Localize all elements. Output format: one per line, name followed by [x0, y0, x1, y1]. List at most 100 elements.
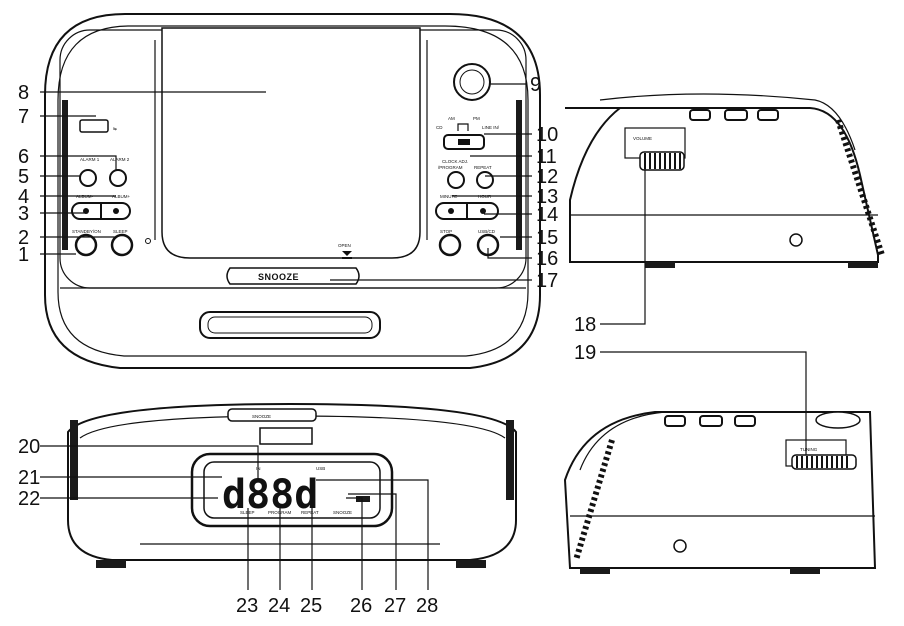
- right-grip: [516, 100, 522, 250]
- front-right-grip: [506, 420, 514, 500]
- cd-label: CD: [436, 125, 443, 130]
- callout-22: 22: [18, 488, 40, 510]
- callout-4: 4: [18, 186, 29, 208]
- sleep-button[interactable]: [110, 233, 134, 257]
- leader-28: [316, 479, 429, 590]
- callout-8: 8: [18, 82, 29, 104]
- usb-cd-label: USB/CD: [478, 229, 496, 234]
- snooze-bar[interactable]: [226, 267, 360, 285]
- volume-label: VOLUME: [633, 136, 652, 141]
- side-lower-curve: [579, 411, 666, 471]
- top-view: ⇋ ALARM 1 ALARM 2 ALBUM- ALBUM+ STANDBY/…: [44, 13, 541, 369]
- callout-28: 28: [416, 595, 438, 617]
- lcd-snooze-label: SNOOZE: [333, 510, 352, 515]
- callout-3: 3: [18, 203, 29, 225]
- callout-10: 10: [536, 124, 558, 146]
- program-label: /PROGRAM: [438, 165, 463, 170]
- leader-16: [487, 248, 532, 259]
- line-in-label: LINE IN/: [482, 125, 500, 130]
- stop-label: STOP: [440, 229, 452, 234]
- callout-21: 21: [18, 467, 40, 489]
- side-lower-screw: [673, 539, 687, 553]
- side-upper-foot-1: [645, 262, 675, 268]
- lcd-digits: d88d: [222, 472, 318, 518]
- volume-wheel[interactable]: [639, 151, 685, 171]
- callout-16: 16: [536, 248, 558, 270]
- alarm2-button[interactable]: [109, 169, 127, 187]
- front-snooze-bar[interactable]: [227, 408, 317, 422]
- top-view-inner-rim: [57, 25, 529, 357]
- leader-26: [346, 497, 363, 590]
- usb-symbol-icon: ⇋: [113, 126, 117, 131]
- function-switch-knob: [458, 139, 470, 145]
- callout-15: 15: [536, 227, 558, 249]
- lcd-display: [203, 461, 381, 519]
- side-upper-body: [565, 107, 879, 263]
- side-port-3: [757, 109, 779, 121]
- standby-label: STANDBY/ON: [72, 229, 101, 234]
- lower-port-1: [664, 415, 686, 427]
- alarm1-button[interactable]: [79, 169, 97, 187]
- side-lower-body: [563, 411, 877, 569]
- lcd-repeat-label: REPEAT: [301, 510, 319, 515]
- repeat-button[interactable]: [476, 171, 494, 189]
- indicator-led: [145, 238, 151, 244]
- callout-23: 23: [236, 595, 258, 617]
- clock-adj-button[interactable]: [447, 171, 465, 189]
- front-handle: [199, 311, 381, 339]
- front-snooze-label: SNOOZE: [252, 414, 271, 419]
- album-up-button[interactable]: [113, 208, 119, 214]
- callout-24: 24: [268, 595, 290, 617]
- side-view-upper: VOLUME: [565, 93, 885, 268]
- clock-adj-label: CLOCK ADJ.: [442, 159, 468, 164]
- lower-lens: [815, 411, 861, 429]
- hour-button[interactable]: [480, 208, 486, 214]
- side-view-lower: TUNING: [563, 411, 877, 574]
- snooze-bar-label: SNOOZE: [258, 272, 299, 282]
- lower-port-2: [699, 415, 723, 427]
- callout-19: 19: [574, 342, 596, 364]
- leader-27: [348, 493, 397, 590]
- pm-label: PM: [473, 116, 480, 121]
- usb-port[interactable]: [79, 119, 109, 133]
- front-foot-2: [456, 560, 486, 568]
- side-upper-screw: [789, 233, 803, 247]
- front-usb-cover: [259, 427, 313, 445]
- function-switch-guide: [457, 123, 469, 131]
- side-port-2: [724, 109, 748, 121]
- repeat-label: REPEAT: [474, 165, 492, 170]
- side-lower-foot-1: [580, 568, 610, 574]
- callout-numbers: 1 2 3 4 5 6 7 8 9 10 11 12 13 14 15 16 1…: [18, 74, 596, 617]
- callout-27: 27: [384, 595, 406, 617]
- callout-18: 18: [574, 314, 596, 336]
- alarm1-label: ALARM 1: [80, 157, 100, 162]
- lcd-battery-icon: [356, 496, 370, 502]
- am-label: AM: [448, 116, 455, 121]
- lcd-usb-label: USB: [316, 466, 325, 471]
- callout-11: 11: [536, 146, 557, 168]
- callout-2: 2: [18, 227, 29, 249]
- projector-lens-inner: [459, 69, 485, 95]
- side-upper-foot-2: [848, 262, 878, 268]
- volume-wheel-ridges: [644, 153, 681, 169]
- callout-14: 14: [536, 204, 558, 226]
- stop-button[interactable]: [438, 233, 462, 257]
- cd-lid: [161, 27, 421, 259]
- callout-9: 9: [530, 74, 541, 96]
- front-foot-1: [96, 560, 126, 568]
- side-port-1: [689, 109, 711, 121]
- eject-icon: [342, 251, 352, 256]
- callout-1: 1: [18, 244, 29, 266]
- callout-5: 5: [18, 166, 29, 188]
- sleep-label: SLEEP: [113, 229, 128, 234]
- callout-13: 13: [536, 186, 558, 208]
- minute-button[interactable]: [448, 208, 454, 214]
- lcd-sleep-label: SLEEP: [240, 510, 255, 515]
- lower-port-3: [734, 415, 756, 427]
- album-up-label: ALBUM+: [112, 194, 131, 199]
- alarm2-label: ALARM 2: [110, 157, 130, 162]
- standby-button[interactable]: [74, 233, 98, 257]
- minute-label: MINUTE: [440, 194, 457, 199]
- callout-7: 7: [18, 106, 29, 128]
